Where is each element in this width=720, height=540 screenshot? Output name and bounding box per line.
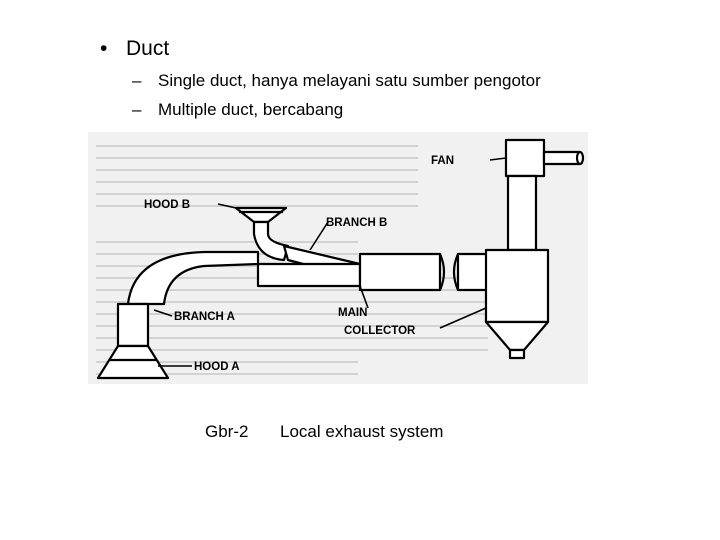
- fan-outlet-end: [575, 150, 585, 166]
- label-main: MAIN: [338, 307, 367, 319]
- main-pointer: [359, 285, 369, 309]
- label-hood-a: HOOD A: [194, 361, 240, 373]
- subbullet-single-duct: – Single duct, hanya melayani satu sumbe…: [132, 71, 541, 91]
- fan-outlet: [542, 150, 582, 166]
- main-duct-end: [456, 252, 490, 292]
- hood-b-pointer: [217, 203, 237, 209]
- label-branch-a: BRANCH A: [174, 311, 235, 323]
- exhaust-system-svg: FAN HOOD B BRANCH B BRANCH A MAIN COLLEC…: [88, 132, 588, 384]
- main-duct-start: [256, 262, 362, 288]
- subbullet-marker: –: [132, 71, 142, 90]
- hood-a-shape: [96, 344, 170, 380]
- collector-outlet: [508, 348, 526, 360]
- label-hood-b: HOOD B: [144, 199, 190, 211]
- subbullet-multiple-duct: – Multiple duct, bercabang: [132, 100, 343, 120]
- local-exhaust-diagram: FAN HOOD B BRANCH B BRANCH A MAIN COLLEC…: [88, 132, 588, 384]
- fan-pointer: [489, 157, 507, 161]
- bullet-text: Duct: [126, 37, 170, 60]
- collector-riser: [506, 174, 538, 252]
- main-duct-break-right: [452, 253, 460, 291]
- figure-caption-text: Local exhaust system: [280, 422, 444, 441]
- subbullet-marker: –: [132, 100, 142, 119]
- subbullet-text: Single duct, hanya melayani satu sumber …: [158, 71, 541, 90]
- main-duct-section: [358, 252, 442, 292]
- collector-body: [484, 248, 550, 324]
- label-branch-b: BRANCH B: [326, 217, 387, 229]
- fan-housing: [504, 138, 546, 178]
- label-fan: FAN: [431, 155, 454, 167]
- bullet-marker: •: [100, 37, 108, 60]
- subbullet-text: Multiple duct, bercabang: [158, 100, 344, 119]
- branch-a-vertical: [116, 302, 150, 348]
- label-collector: COLLECTOR: [344, 325, 416, 337]
- collector-pointer: [439, 307, 487, 329]
- figure-caption-number: Gbr-2: [205, 422, 249, 441]
- branch-a-pointer: [153, 309, 173, 317]
- branch-b-pointer: [309, 221, 329, 251]
- main-duct-break-left: [438, 253, 446, 291]
- bullet-duct: • Duct: [100, 37, 169, 61]
